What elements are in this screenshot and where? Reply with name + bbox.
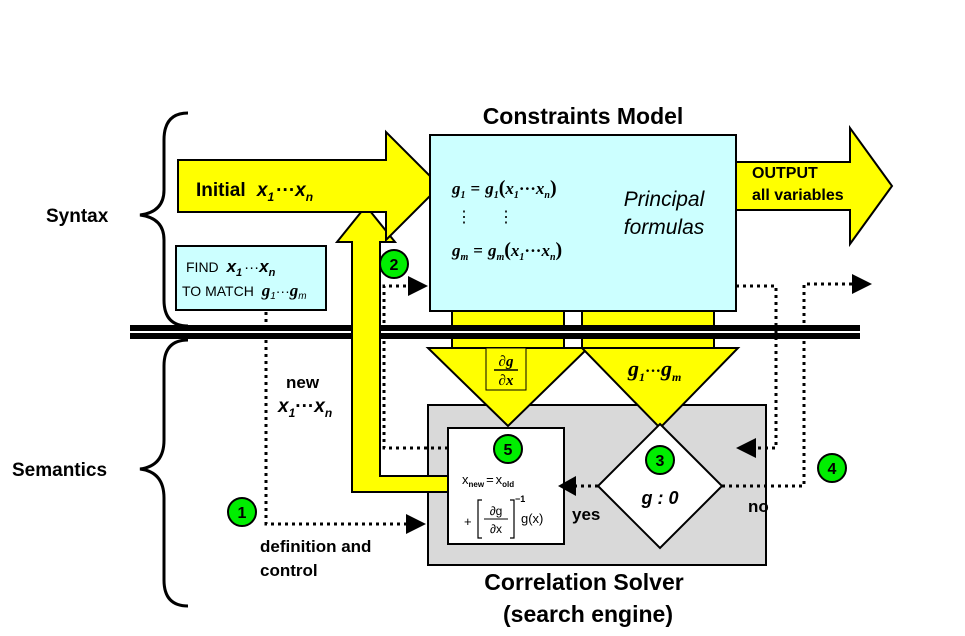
decision-arrowhead [736,438,756,458]
bracket-left [477,499,482,539]
new-x-feedback-arrow [334,204,449,493]
bracket-right [510,499,515,539]
principal-formulas-line2: formulas [624,216,705,239]
solver-title-line1: Correlation Solver [484,569,683,595]
update-denominator: ∂x [490,522,502,536]
no-connector [722,280,861,488]
xnew-equation: xnew=xold [462,472,514,489]
output-label-line1: OUTPUT [752,165,818,182]
step-number-5: 5 [504,442,513,459]
step-badge-2: 2 [379,249,409,279]
initial-input-arrow [177,129,442,243]
equation-first: g1=g1(x1···xn) [451,177,557,201]
step-badge-5: 5 [493,434,523,464]
jacobian-label-box [485,347,527,391]
step-number-1: 1 [238,505,247,522]
find-box [175,245,327,311]
new-x-word: new [286,373,320,392]
constraints-label: g1···gm [627,356,681,384]
vdots-left: ⋮ [456,209,472,226]
definition-label-line2: control [260,561,318,580]
new-x-seq: x1···xn [277,396,332,420]
yes-arrowhead [558,476,576,496]
find-to-solver-connector [264,312,421,528]
step-badge-1: 1 [227,497,257,527]
semantics-brace [139,338,189,608]
constraints-model-box [429,134,737,312]
output-label-line2: all variables [752,187,844,204]
step-number-3: 3 [656,453,665,470]
step2-arrowhead [408,276,428,296]
solver-title-line2: (search engine) [503,601,673,627]
vdots-right: ⋮ [498,209,514,226]
find-arrowhead [406,514,426,534]
definition-label-line1: definition and [260,537,371,556]
output-arrow [731,124,894,248]
jacobian-numerator: ∂g [499,354,514,370]
find-label: FIND x1···xn [186,257,276,279]
jacobian-denominator: ∂x [499,373,514,389]
step-number-2: 2 [390,257,399,274]
g-of-x: g(x) [521,511,543,526]
constraints-arrow [579,347,741,430]
equation-last: gm=gm(x1···xn) [451,239,562,263]
principal-formulas-line1: Principal [624,188,706,211]
model-to-decision-connector [736,284,778,452]
initial-label: Initial x1···xn [196,180,313,204]
step-badge-4: 4 [817,453,847,483]
decision-condition: g : 0 [640,488,678,508]
semantics-label: Semantics [12,460,107,481]
update-numerator: ∂g [490,504,503,518]
syntax-brace [139,111,189,328]
to-match-label: TO MATCH g1···gm [182,281,307,302]
inverse-exponent: −1 [515,494,525,504]
plus-sign: + [464,514,472,529]
no-label: no [748,497,769,516]
no-arrowhead [852,274,872,294]
syntax-label: Syntax [46,206,109,227]
step-badge-3: 3 [645,445,675,475]
step-number-4: 4 [828,461,837,478]
constraints-model-title: Constraints Model [483,103,684,129]
yes-label: yes [572,505,600,524]
decision-diamond [596,422,724,550]
